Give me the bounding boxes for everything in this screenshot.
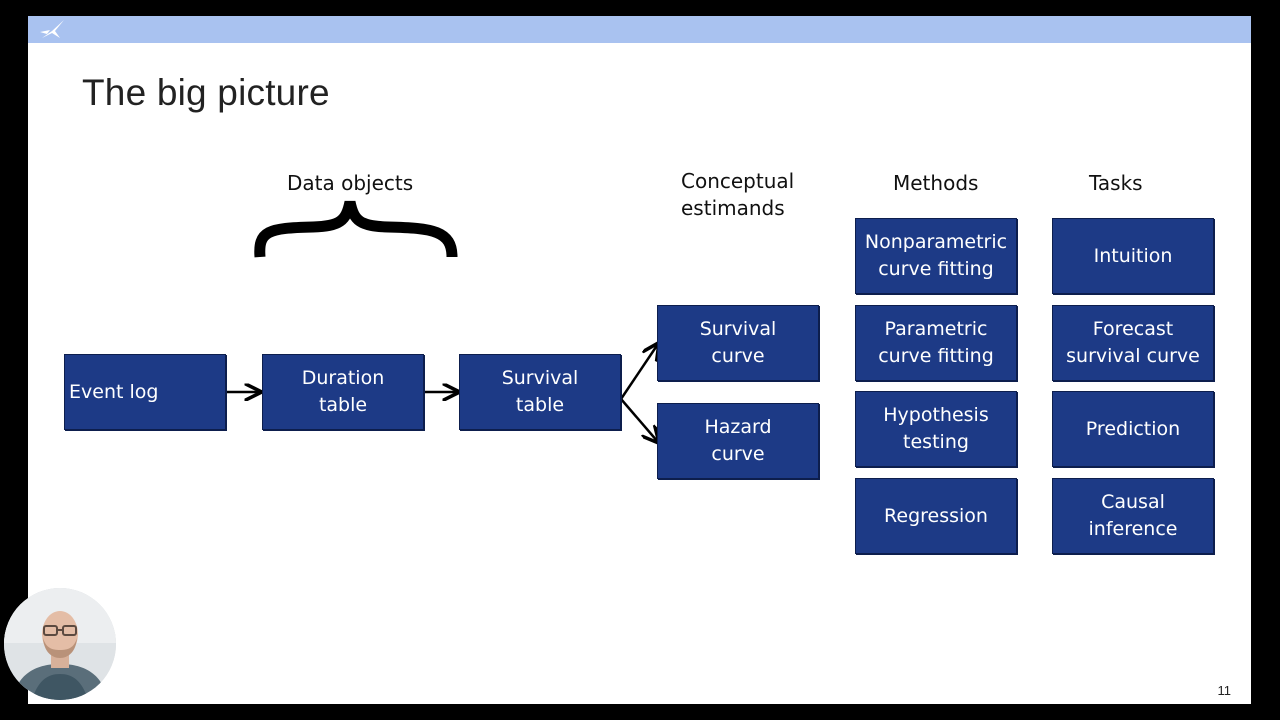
box-method-parametric: Parametric curve fitting bbox=[855, 305, 1017, 381]
presenter-avatar-icon bbox=[4, 588, 116, 700]
header-data-objects: Data objects bbox=[287, 171, 414, 195]
box-survival-table: Survival table bbox=[459, 354, 621, 430]
bird-logo-icon bbox=[40, 20, 64, 38]
box-event-log: Event log bbox=[64, 354, 226, 430]
box-survival-curve: Survival curve bbox=[657, 305, 819, 381]
header-methods: Methods bbox=[893, 171, 979, 195]
page-number: 11 bbox=[1217, 683, 1232, 698]
box-method-nonparametric: Nonparametric curve fitting bbox=[855, 218, 1017, 294]
box-task-forecast: Forecast survival curve bbox=[1052, 305, 1214, 381]
header-tasks: Tasks bbox=[1089, 171, 1143, 195]
connector-lines bbox=[226, 200, 1251, 704]
slide-top-bar bbox=[28, 16, 1251, 43]
presenter-webcam bbox=[4, 588, 116, 700]
box-task-intuition: Intuition bbox=[1052, 218, 1214, 294]
curly-brace-icon bbox=[254, 200, 458, 258]
slide-title: The big picture bbox=[82, 72, 330, 113]
header-conceptual-estimands: Conceptual estimands bbox=[681, 169, 795, 220]
box-method-regression: Regression bbox=[855, 478, 1017, 554]
box-hazard-curve: Hazard curve bbox=[657, 403, 819, 479]
arrow-to-hazard-curve bbox=[620, 398, 658, 442]
box-task-causal-inference: Causal inference bbox=[1052, 478, 1214, 554]
slide: The big picture Data objects Conceptual … bbox=[28, 16, 1251, 704]
arrow-to-survival-curve bbox=[619, 344, 658, 400]
box-task-prediction: Prediction bbox=[1052, 391, 1214, 467]
box-duration-table: Duration table bbox=[262, 354, 424, 430]
box-method-hypothesis-testing: Hypothesis testing bbox=[855, 391, 1017, 467]
